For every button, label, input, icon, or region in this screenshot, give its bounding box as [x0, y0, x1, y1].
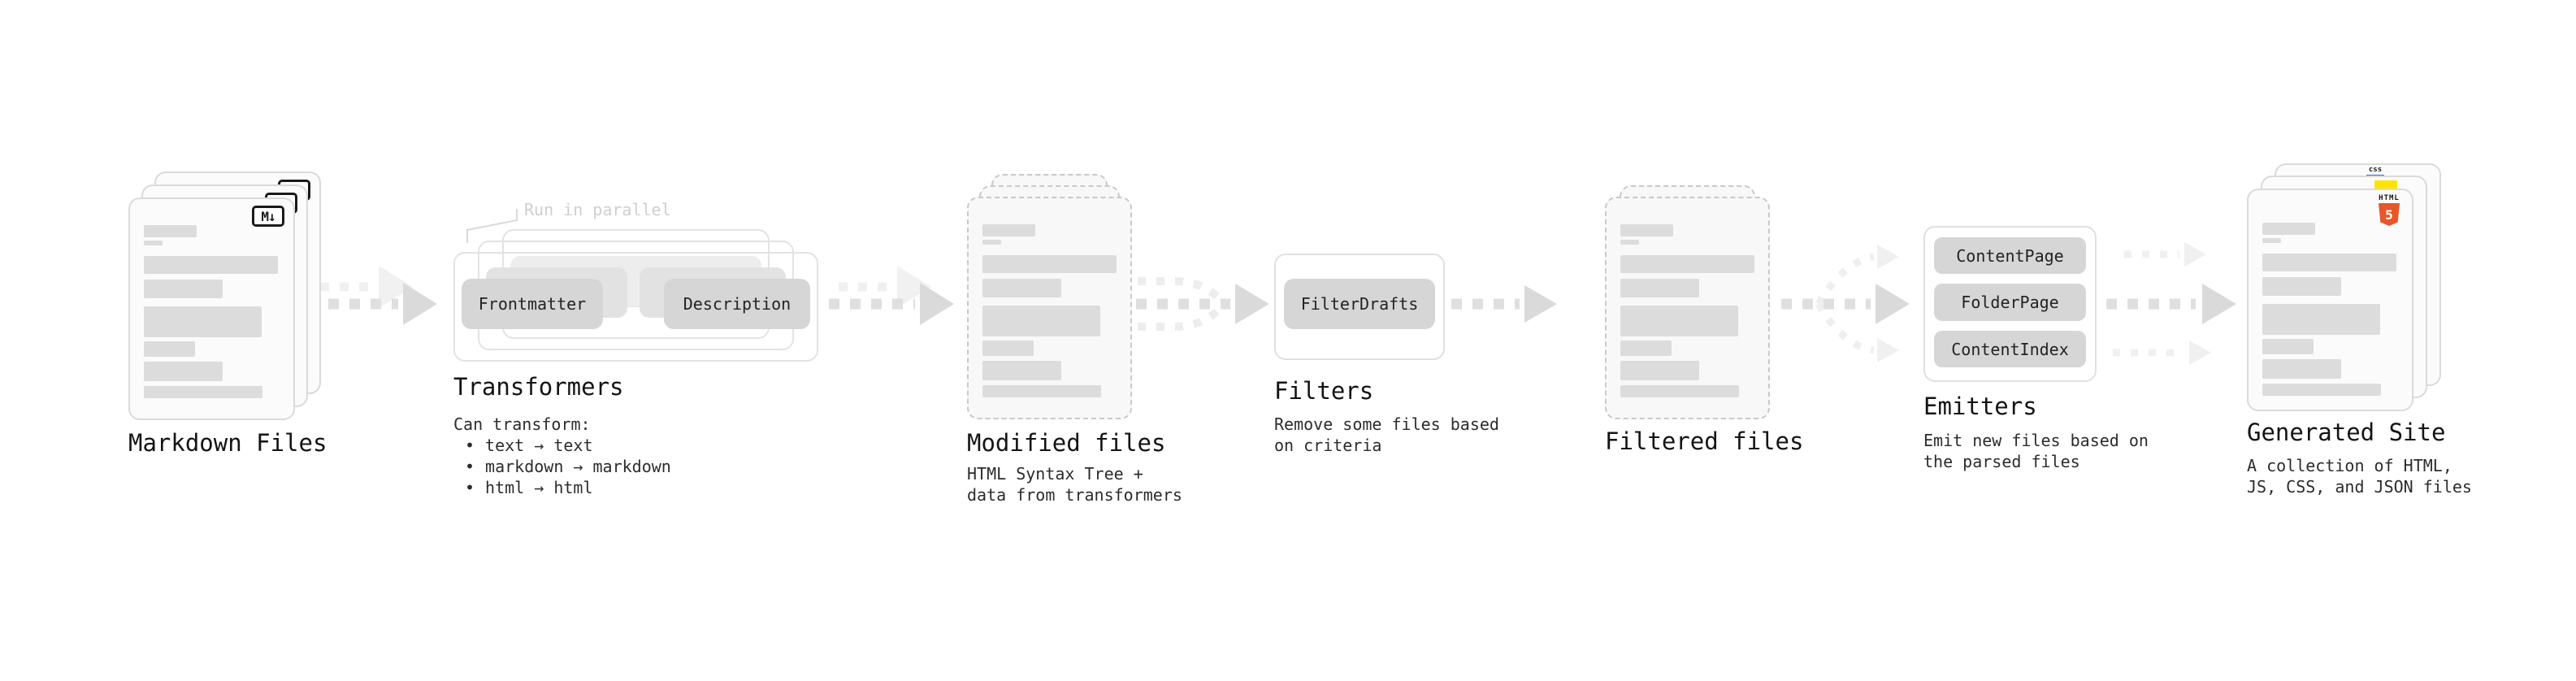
placeholder-text-bar [144, 225, 197, 237]
arrow-markdown-to-transformers [307, 266, 437, 325]
stage-caption: Remove some files based on criteria [1274, 414, 1499, 456]
caption-line: Can transform: [453, 414, 591, 434]
placeholder-text-bar [1620, 340, 1672, 356]
placeholder-text-bar [2262, 238, 2281, 243]
placeholder-text-bar [982, 224, 1035, 236]
caption-line: the parsed files [1923, 452, 2080, 471]
placeholder-text-bar [982, 279, 1061, 297]
bullet-text: html → html [485, 478, 593, 497]
placeholder-text-bar [1620, 385, 1739, 397]
caption-line: A collection of HTML, [2247, 456, 2452, 475]
caption-line: Remove some files based [1274, 414, 1499, 434]
placeholder-text-bar [144, 341, 195, 357]
placeholder-text-bar [982, 240, 1001, 245]
run-in-parallel-annotation: Run in parallel [524, 200, 671, 219]
placeholder-text-bar [1620, 361, 1699, 380]
bullet-text: text → text [485, 436, 593, 455]
html5-icon-text: HTML [2379, 194, 2400, 202]
arrow-filters-to-filtered [1451, 285, 1557, 323]
stage-caption: A collection of HTML, JS, CSS, and JSON … [2247, 455, 2472, 497]
placeholder-text-bar [2262, 223, 2315, 235]
bullet-char: • [465, 436, 475, 455]
placeholder-text-bar [2262, 254, 2396, 271]
placeholder-text-bar [1620, 279, 1699, 297]
caption-line: JS, CSS, and JSON files [2247, 477, 2472, 497]
stage-label: Generated Site [2247, 419, 2446, 446]
stage-label: Emitters [1923, 393, 2037, 420]
placeholder-text-bar [1620, 306, 1738, 336]
filter-drafts-pill: FilterDrafts [1284, 279, 1435, 329]
placeholder-text-bar [1620, 240, 1639, 245]
placeholder-text-bar [144, 386, 262, 398]
placeholder-text-bar [2262, 359, 2341, 379]
placeholder-text-bar [144, 280, 223, 298]
placeholder-text-bar [1620, 224, 1673, 236]
stage-label: Filters [1274, 377, 1374, 405]
stage-caption: Can transform: • text → text • markdown … [453, 414, 671, 498]
placeholder-text-bar [982, 385, 1101, 397]
stage-caption: Emit new files based on the parsed files [1923, 430, 2149, 472]
bullet-char: • [465, 457, 475, 476]
emitter-contentindex-pill: ContentIndex [1934, 331, 2086, 367]
placeholder-text-bars [982, 224, 1117, 399]
caption-bullet: • html → html [453, 477, 671, 498]
placeholder-text-bars [2262, 223, 2398, 397]
placeholder-text-bar [982, 361, 1061, 380]
caption-line: Emit new files based on [1923, 431, 2149, 450]
placeholder-text-bar [982, 306, 1100, 336]
placeholder-text-bar [1620, 255, 1754, 273]
arrow-emitters-to-generated [2106, 242, 2236, 365]
placeholder-text-bar [2262, 304, 2380, 335]
bullet-text: markdown → markdown [485, 457, 671, 476]
document-card: HTML 5 [2247, 189, 2413, 411]
placeholder-text-bar [982, 340, 1034, 356]
placeholder-text-bars [1620, 224, 1754, 399]
html5-icon-number: 5 [2385, 206, 2393, 223]
css-icon-text: css [2368, 166, 2383, 174]
transformer-box-front [453, 252, 818, 362]
arrow-modified-to-filters [1136, 277, 1269, 331]
stage-label: Markdown Files [128, 429, 327, 457]
html5-icon: HTML 5 [2377, 194, 2401, 226]
stage-label: Filtered files [1605, 427, 1804, 455]
stage-label: Transformers [453, 373, 624, 401]
html5-icon-shield: 5 [2379, 203, 2400, 226]
transformer-frontmatter-pill: Frontmatter [462, 279, 603, 329]
transformer-description-pill: Description [664, 279, 810, 329]
placeholder-text-bar [2262, 384, 2381, 396]
placeholder-text-bar [144, 241, 163, 245]
caption-line: HTML Syntax Tree + [967, 464, 1143, 484]
arrow-transformers-to-modified [829, 266, 954, 325]
stage-caption: HTML Syntax Tree + data from transformer… [967, 463, 1182, 505]
stage-label: Modified files [967, 429, 1166, 457]
document-card [1605, 197, 1770, 419]
caption-line: on criteria [1274, 436, 1382, 455]
placeholder-text-bar [2262, 339, 2314, 354]
emitter-contentpage-pill: ContentPage [1934, 237, 2086, 274]
markdown-icon: M↓ [252, 206, 284, 227]
arrow-filtered-to-emitters [1781, 245, 1910, 362]
document-card [967, 197, 1132, 419]
placeholder-text-bar [144, 256, 278, 274]
caption-bullet: • markdown → markdown [453, 456, 671, 477]
document-card: M↓ [128, 197, 295, 420]
placeholder-text-bars [144, 225, 280, 400]
emitter-folderpage-pill: FolderPage [1934, 284, 2086, 321]
bullet-char: • [465, 478, 475, 497]
caption-line: data from transformers [967, 485, 1182, 505]
placeholder-text-bar [144, 362, 223, 381]
placeholder-text-bar [144, 306, 262, 337]
caption-bullet: • text → text [453, 435, 671, 456]
placeholder-text-bar [2262, 277, 2341, 296]
placeholder-text-bar [982, 255, 1117, 273]
